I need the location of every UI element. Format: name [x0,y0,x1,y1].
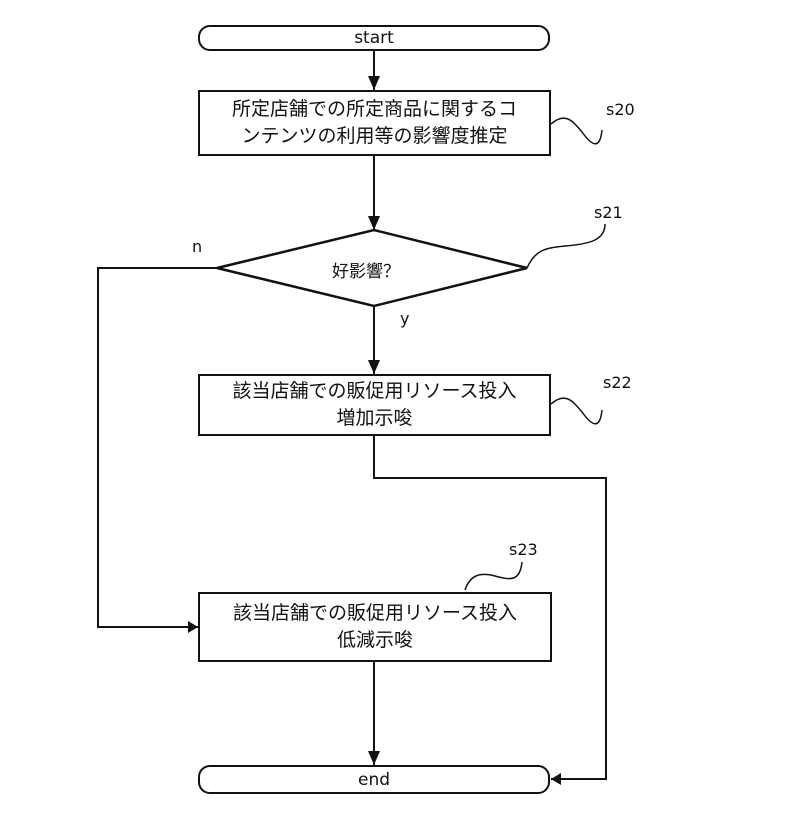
process-box-s20: 所定店舗での所定商品に関するコ ンテンツの利用等の影響度推定 [198,90,551,156]
no-branch-label: n [192,237,203,256]
step-id-s21: s21 [594,203,623,222]
start-terminal: start [198,25,550,51]
yes-branch-label: y [400,309,410,328]
step-id-s23: s23 [509,540,538,559]
process-box-s22: 該当店舗での販促用リソース投入 増加示唆 [198,374,551,436]
end-terminal: end [198,765,550,794]
step-id-s22: s22 [603,373,632,392]
start-label: start [354,28,394,48]
s20-line-1: 所定店舗での所定商品に関するコ [231,98,517,120]
step-id-s20: s20 [606,100,635,119]
s23-line-1: 該当店舗での販促用リソース投入 [232,602,518,624]
s22-line-1: 該当店舗での販促用リソース投入 [232,380,517,402]
decision-text-s21: 好影響？ [332,262,400,282]
s22-line-2: 増加示唆 [336,407,413,429]
callout-s20 [550,117,603,145]
callout-s22 [550,397,603,425]
s20-line-2: ンテンツの利用等の影響度推定 [241,125,508,147]
process-box-s23: 該当店舗での販促用リソース投入 低減示唆 [198,592,552,662]
s23-line-2: 低減示唆 [336,629,413,651]
end-label: end [357,769,391,790]
edge-s21-s23 [97,267,217,633]
callout-s21 [526,223,606,269]
edge-s22-end [373,435,607,785]
callout-s23 [464,561,523,591]
